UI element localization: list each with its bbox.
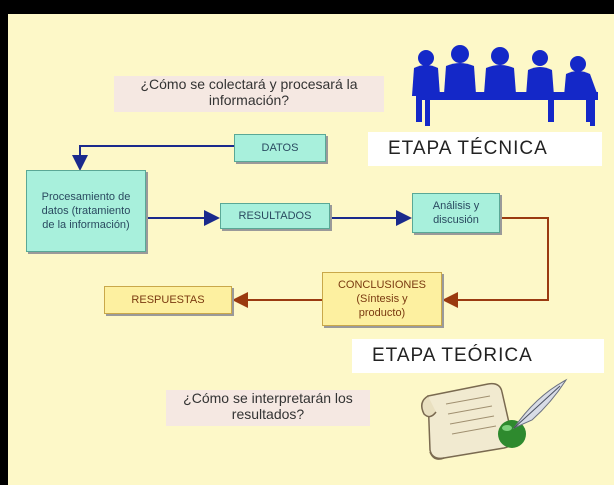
question-theoretical: ¿Cómo se interpretarán los resultados?: [166, 390, 370, 426]
box-resultados: RESULTADOS: [220, 203, 330, 229]
box-analisis: Análisis y discusión: [412, 193, 500, 233]
box-procesamiento: Procesamiento de datos (tratamiento de l…: [26, 170, 146, 252]
box-conclusiones: CONCLUSIONES (Síntesis y producto): [322, 272, 442, 326]
stage-technical-label: ETAPA TÉCNICA: [368, 132, 602, 166]
question-technical: ¿Cómo se colectará y procesará la inform…: [114, 76, 384, 112]
stage-theoretical-label: ETAPA TEÓRICA: [352, 339, 604, 373]
box-respuestas: RESPUESTAS: [104, 286, 232, 314]
box-datos: DATOS: [234, 134, 326, 162]
